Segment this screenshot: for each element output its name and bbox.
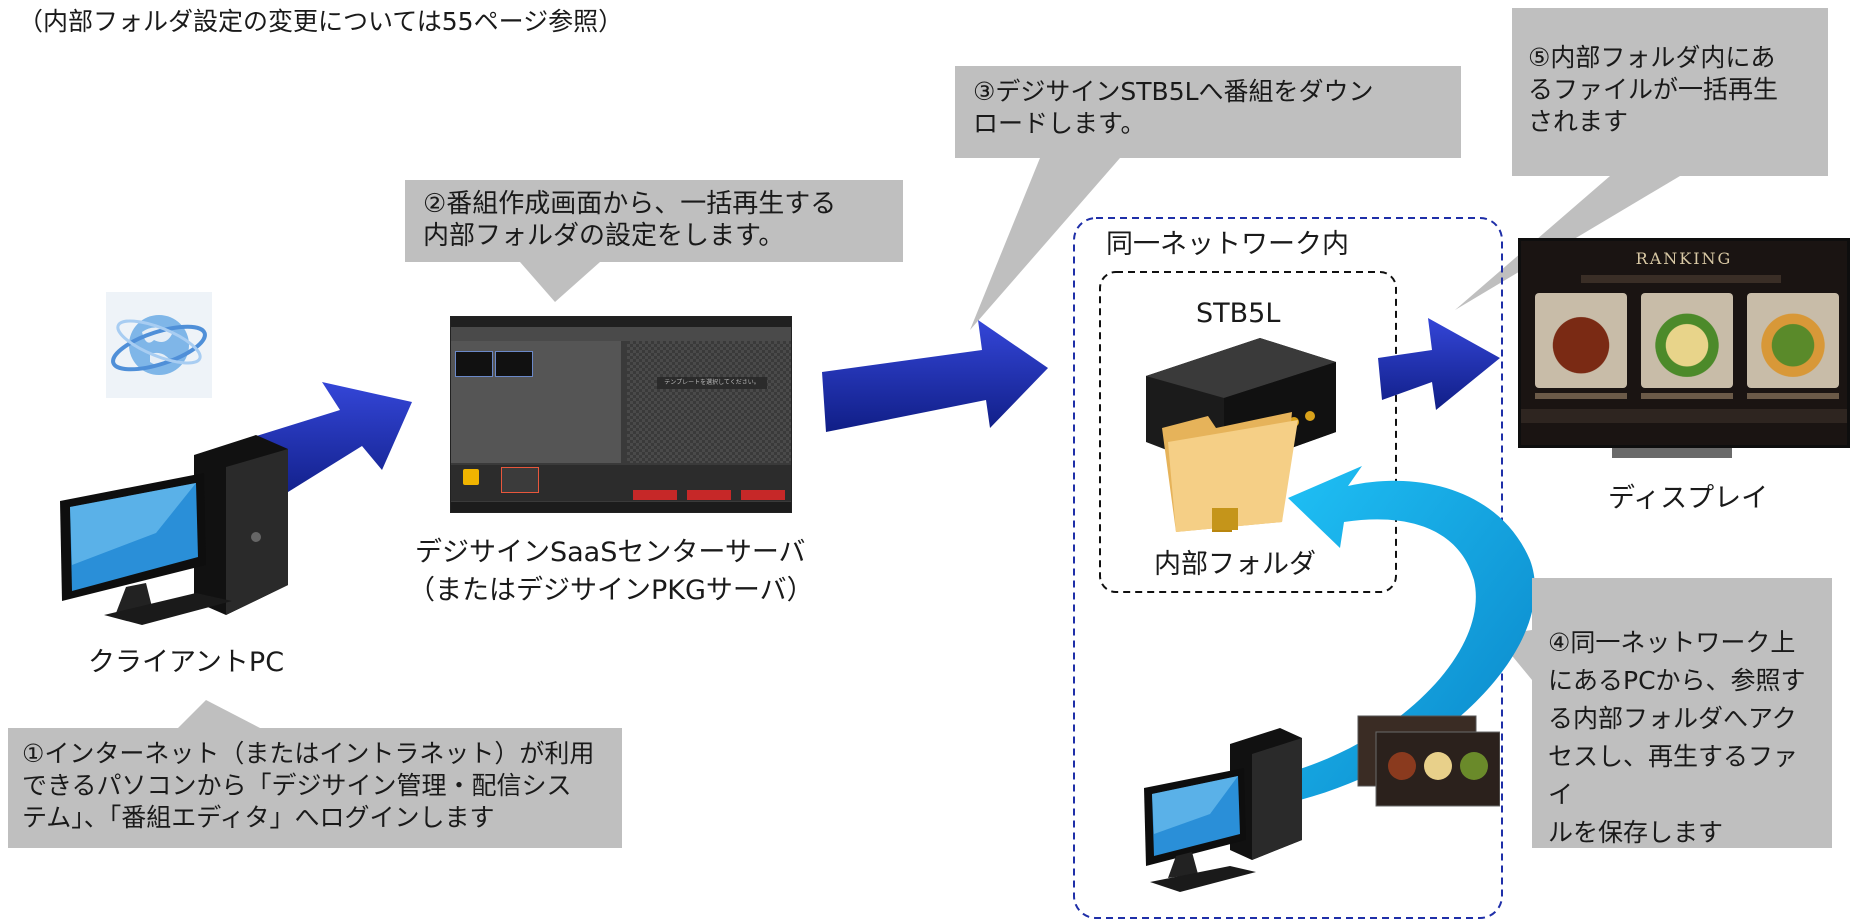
callout-step4-line5: ルを保存します bbox=[1548, 818, 1724, 847]
callout-step4: ④同一ネットワーク上 にあるPCから、参照す る内部フォルダへアク セスし、再生… bbox=[1532, 578, 1832, 848]
callout-step1-line2: できるパソコンから「デジサイン管理・配信シス bbox=[22, 771, 572, 800]
callout-step5-line3: されます bbox=[1528, 107, 1629, 136]
callout-tail-step3 bbox=[970, 158, 1120, 330]
network-pc-icon bbox=[1144, 715, 1500, 892]
callout-tail-step2 bbox=[520, 262, 600, 302]
callout-step5: ⑤内部フォルダ内にあ るファイルが一括再生 されます bbox=[1512, 8, 1828, 176]
server-screen: テンプレートを選択してください。 bbox=[450, 316, 792, 513]
callout-step3-line2: ロードします。 bbox=[973, 109, 1146, 138]
stb-device-icon bbox=[1146, 338, 1336, 532]
callout-tail-step1 bbox=[178, 700, 260, 728]
callout-step1-line3: テム」、「番組エディタ」へログインします bbox=[22, 803, 495, 832]
client-pc-label: クライアントPC bbox=[88, 647, 285, 678]
stb-label: STB5L bbox=[1196, 298, 1281, 329]
folder-icon bbox=[1212, 508, 1238, 530]
display-label: ディスプレイ bbox=[1608, 483, 1769, 514]
callout-step1: ①インターネット（またはイントラネット）が利用 できるパソコンから「デジサイン管… bbox=[8, 728, 622, 848]
stb-boundary bbox=[1099, 271, 1397, 593]
display-stand bbox=[1612, 448, 1732, 458]
arrow-stb-to-display bbox=[1378, 318, 1500, 410]
callout-step2: ②番組作成画面から、一括再生する 内部フォルダの設定をします。 bbox=[405, 180, 903, 262]
callout-step1-line1: ①インターネット（またはイントラネット）が利用 bbox=[22, 739, 595, 768]
callout-step4-line4: セスし、再生するファイ bbox=[1548, 742, 1799, 809]
callout-step3-line1: ③デジサインSTB5Lへ番組をダウン bbox=[973, 77, 1374, 106]
callout-step5-line2: るファイルが一括再生 bbox=[1528, 75, 1779, 104]
globe-icon bbox=[106, 292, 212, 398]
callout-step5-line1: ⑤内部フォルダ内にあ bbox=[1528, 43, 1776, 72]
callout-step2-line2: 内部フォルダの設定をします。 bbox=[423, 221, 785, 251]
server-label-line2: （またはデジサインPKGサーバ） bbox=[408, 575, 814, 606]
callout-step4-line3: る内部フォルダへアク bbox=[1548, 704, 1797, 733]
page-note: （内部フォルダ設定の変更については55ページ参照） bbox=[18, 7, 624, 36]
server-screen-message: テンプレートを選択してください。 bbox=[657, 377, 767, 389]
callout-step4-line2: にあるPCから、参照す bbox=[1548, 666, 1806, 695]
desktop-pc-icon bbox=[60, 435, 288, 625]
folder-label: 内部フォルダ bbox=[1154, 549, 1316, 580]
server-label-line1: デジサインSaaSセンターサーバ bbox=[415, 537, 806, 568]
arrow-server-to-stb bbox=[822, 320, 1048, 432]
arrow-pc-to-server bbox=[250, 382, 412, 502]
display-icon: RANKING bbox=[1518, 238, 1850, 448]
callout-step2-line1: ②番組作成画面から、一括再生する bbox=[423, 189, 837, 219]
network-label: 同一ネットワーク内 bbox=[1106, 229, 1349, 260]
display-screen-title: RANKING bbox=[1635, 249, 1733, 268]
arrow-pc-to-folder bbox=[1288, 466, 1535, 800]
callout-step4-line1: ④同一ネットワーク上 bbox=[1548, 628, 1796, 657]
callout-step3: ③デジサインSTB5Lへ番組をダウン ロードします。 bbox=[955, 66, 1461, 158]
